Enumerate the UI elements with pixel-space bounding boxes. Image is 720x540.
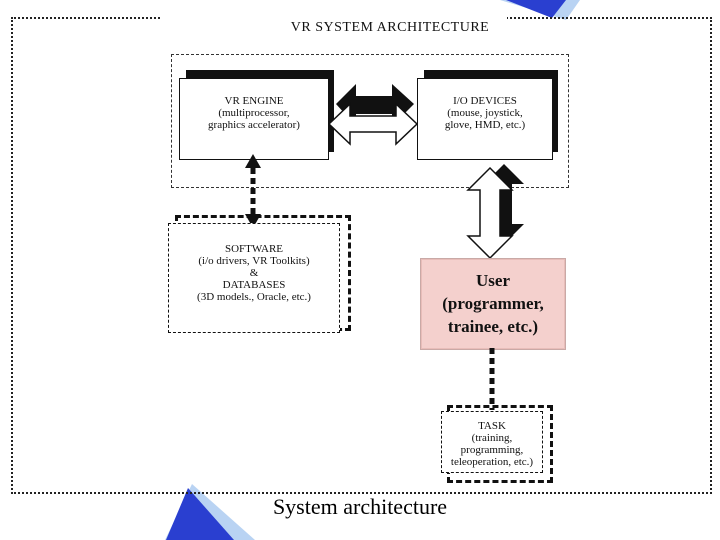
databases-line-1: (3D models., Oracle, etc.) xyxy=(197,291,311,303)
frame-gap-bottom xyxy=(183,486,253,494)
io-devices-title: I/O DEVICES xyxy=(453,95,517,107)
engine-io-arrow xyxy=(327,84,419,146)
vr-engine-box: VR ENGINE (multiprocessor, graphics acce… xyxy=(179,78,329,160)
io-devices-line-1: (mouse, joystick, xyxy=(447,107,523,119)
vr-engine-line-1: (multiprocessor, xyxy=(218,107,290,119)
user-line-1: (programmer, xyxy=(442,294,544,313)
task-line-1: (training, xyxy=(471,432,513,444)
slide-caption: System architecture xyxy=(272,494,448,519)
vr-engine-title: VR ENGINE xyxy=(224,95,284,107)
databases-title: DATABASES xyxy=(222,279,286,291)
software-line-2: & xyxy=(249,267,259,279)
task-line-2: programming, xyxy=(460,444,524,456)
software-title: SOFTWARE xyxy=(224,243,284,255)
task-box: TASK (training, programming, teleoperati… xyxy=(441,411,543,473)
vr-engine-line-2: graphics accelerator) xyxy=(208,119,300,131)
io-devices-box: I/O DEVICES (mouse, joystick, glove, HMD… xyxy=(417,78,553,160)
user-task-connector xyxy=(489,348,495,410)
software-box: SOFTWARE (i/o drivers, VR Toolkits) & DA… xyxy=(168,223,340,333)
user-line-2: trainee, etc.) xyxy=(447,317,539,336)
user-box: User (programmer, trainee, etc.) xyxy=(420,258,566,350)
corner-decoration-top xyxy=(500,0,580,20)
io-user-arrow xyxy=(466,164,524,260)
software-line-1: (i/o drivers, VR Toolkits) xyxy=(198,255,310,267)
user-title: User xyxy=(476,271,510,290)
top-group-outline xyxy=(171,54,569,188)
frame-gap-top xyxy=(162,14,507,22)
page-title: VR SYSTEM ARCHITECTURE xyxy=(290,20,490,35)
task-title: TASK xyxy=(478,420,506,432)
corner-decoration-bottom xyxy=(165,484,255,540)
io-devices-line-2: glove, HMD, etc.) xyxy=(444,119,526,131)
task-line-3: teleoperation, etc.) xyxy=(450,456,534,468)
